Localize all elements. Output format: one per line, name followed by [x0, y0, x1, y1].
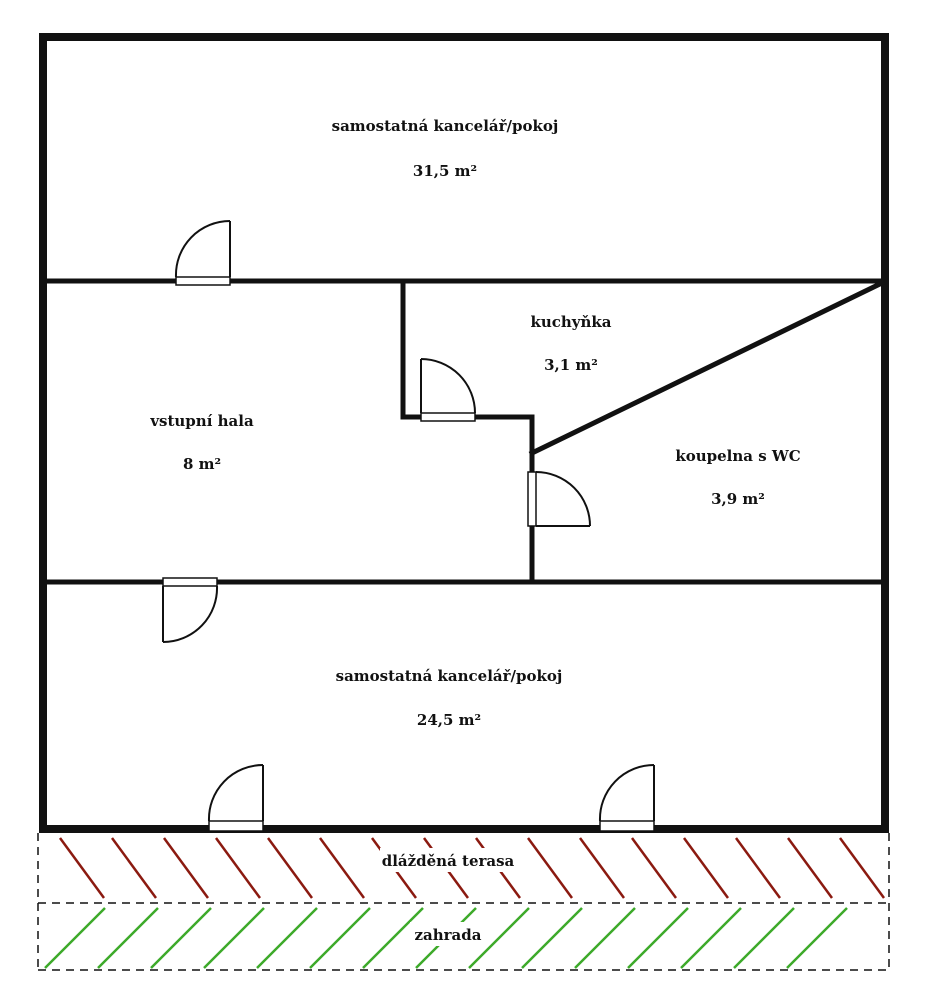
door-terrace-right[interactable]	[598, 764, 655, 832]
garden-hatch-line	[256, 907, 318, 969]
room-name-bathroom: koupelna s WC	[675, 447, 800, 465]
terrace-hatch-line	[734, 837, 782, 899]
garden-label-bg	[410, 922, 486, 946]
garden-hatch-line	[468, 907, 530, 969]
door-bathroom[interactable]	[527, 471, 591, 527]
garden-hatch-line	[680, 907, 742, 969]
door-top-office[interactable]	[174, 220, 231, 286]
terrace-hatch-line	[214, 837, 262, 899]
room-name-office-bottom: samostatná kancelář/pokoj	[336, 667, 563, 685]
room-area-kitchen: 3,1 m²	[544, 356, 598, 374]
terrace-zone	[58, 837, 886, 899]
terrace-hatch-line	[786, 837, 834, 899]
door-bottom-office[interactable]	[162, 577, 219, 643]
wall-kitchen-hall	[400, 278, 535, 585]
wall-kitchen-bathroom-diagonal	[528, 279, 886, 457]
terrace-label-bg	[380, 848, 515, 872]
terrace-hatch-line	[266, 837, 314, 899]
garden-zone	[44, 907, 848, 969]
room-area-office-bottom: 24,5 m²	[417, 711, 481, 729]
terrace-hatch-line	[838, 837, 886, 899]
garden-hatch-line	[574, 907, 636, 969]
garden-hatch-line	[150, 907, 212, 969]
garden-hatch-line	[733, 907, 795, 969]
room-area-hall: 8 m²	[183, 455, 221, 473]
terrace-label: dlážděná terasa	[382, 852, 515, 870]
garden-hatch-line	[309, 907, 371, 969]
terrace-hatch-line	[682, 837, 730, 899]
garden-hatch-line	[786, 907, 848, 969]
garden-hatch-line	[362, 907, 424, 969]
room-name-office-top: samostatná kancelář/pokoj	[332, 117, 559, 135]
terrace-hatch-line	[630, 837, 678, 899]
terrace-hatch-line	[578, 837, 626, 899]
room-name-hall: vstupní hala	[149, 412, 254, 430]
garden-hatch-line	[521, 907, 583, 969]
room-name-kitchen: kuchyňka	[530, 313, 611, 331]
terrace-hatch-line	[526, 837, 574, 899]
garden-label: zahrada	[415, 926, 482, 944]
terrace-hatch-line	[162, 837, 210, 899]
garden-hatch-line	[203, 907, 265, 969]
terrace-hatch-line	[110, 837, 158, 899]
terrace-hatch-line	[318, 837, 366, 899]
garden-hatch-line	[44, 907, 106, 969]
garden-hatch	[44, 907, 848, 969]
outer-wall	[39, 33, 889, 833]
garden-hatch-line	[97, 907, 159, 969]
door-kitchen[interactable]	[420, 358, 476, 422]
door-terrace-left[interactable]	[207, 764, 264, 832]
terrace-hatch	[58, 837, 886, 899]
room-area-bathroom: 3,9 m²	[711, 490, 765, 508]
room-area-office-top: 31,5 m²	[413, 162, 477, 180]
terrace-hatch-line	[58, 837, 106, 899]
garden-hatch-line	[627, 907, 689, 969]
